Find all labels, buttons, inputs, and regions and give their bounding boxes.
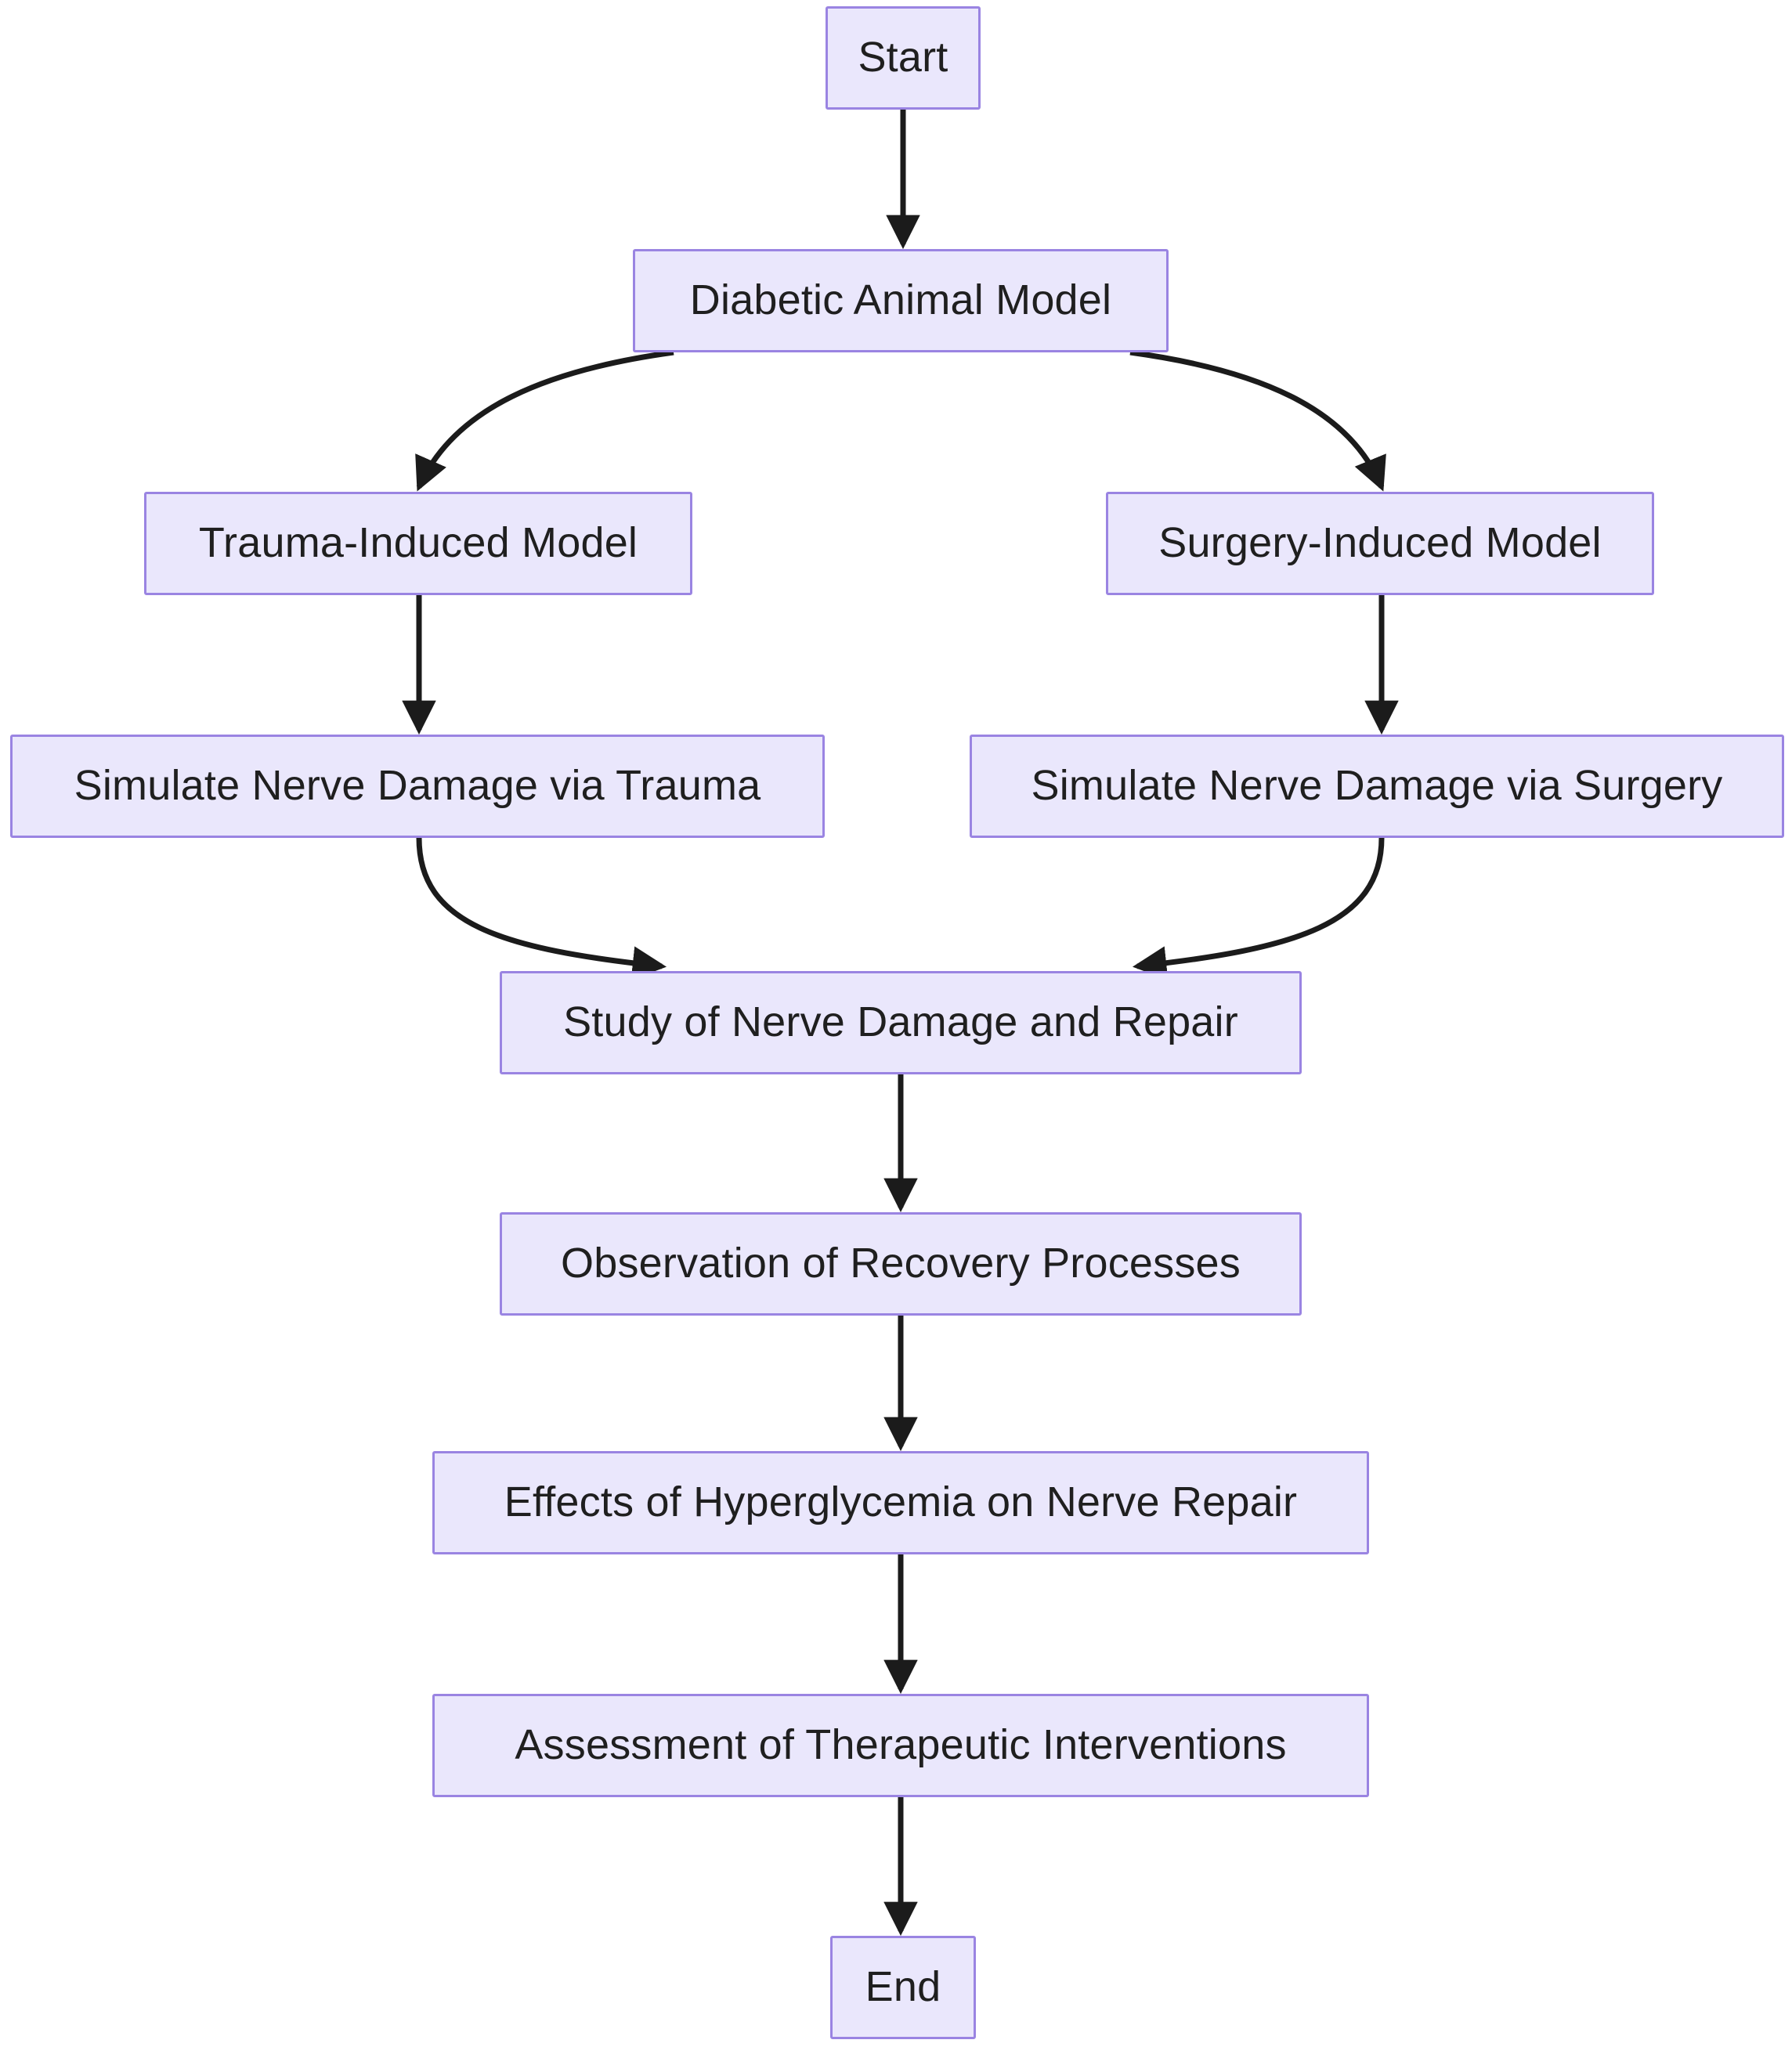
- node-start-label: Start: [858, 34, 948, 81]
- node-effects-of-hyperglycemia-on-nerve-repair-label: Effects of Hyperglycemia on Nerve Repair: [504, 1478, 1298, 1526]
- node-surgery-induced-model[interactable]: Surgery-Induced Model: [1106, 492, 1654, 595]
- node-simulate-nerve-damage-via-surgery[interactable]: Simulate Nerve Damage via Surgery: [970, 735, 1784, 838]
- node-assessment-of-therapeutic-interventions[interactable]: Assessment of Therapeutic Interventions: [432, 1694, 1369, 1797]
- node-study-of-nerve-damage-and-repair-label: Study of Nerve Damage and Repair: [563, 998, 1238, 1046]
- node-diabetic-animal-model[interactable]: Diabetic Animal Model: [633, 249, 1169, 352]
- node-trauma-induced-model[interactable]: Trauma-Induced Model: [144, 492, 692, 595]
- node-observation-of-recovery-processes-label: Observation of Recovery Processes: [561, 1240, 1241, 1287]
- edge-sim-surgery-to-study: [1132, 837, 1385, 980]
- edge-diabetic-model-to-trauma-model: [415, 349, 674, 492]
- node-assessment-of-therapeutic-interventions-label: Assessment of Therapeutic Interventions: [515, 1721, 1287, 1769]
- node-start[interactable]: Start: [826, 6, 981, 110]
- node-simulate-nerve-damage-via-trauma[interactable]: Simulate Nerve Damage via Trauma: [10, 735, 825, 838]
- node-diabetic-animal-model-label: Diabetic Animal Model: [689, 276, 1112, 324]
- node-end-label: End: [865, 1963, 941, 2011]
- edge-diabetic-model-to-surgery-model: [1129, 349, 1386, 492]
- node-study-of-nerve-damage-and-repair[interactable]: Study of Nerve Damage and Repair: [500, 971, 1302, 1074]
- node-surgery-induced-model-label: Surgery-Induced Model: [1158, 519, 1602, 567]
- node-observation-of-recovery-processes[interactable]: Observation of Recovery Processes: [500, 1212, 1302, 1316]
- node-end[interactable]: End: [830, 1936, 976, 2039]
- node-trauma-induced-model-label: Trauma-Induced Model: [198, 519, 638, 567]
- edge-sim-trauma-to-study: [416, 837, 667, 980]
- node-effects-of-hyperglycemia-on-nerve-repair[interactable]: Effects of Hyperglycemia on Nerve Repair: [432, 1451, 1369, 1554]
- node-simulate-nerve-damage-via-surgery-label: Simulate Nerve Damage via Surgery: [1031, 762, 1723, 810]
- node-simulate-nerve-damage-via-trauma-label: Simulate Nerve Damage via Trauma: [74, 762, 761, 810]
